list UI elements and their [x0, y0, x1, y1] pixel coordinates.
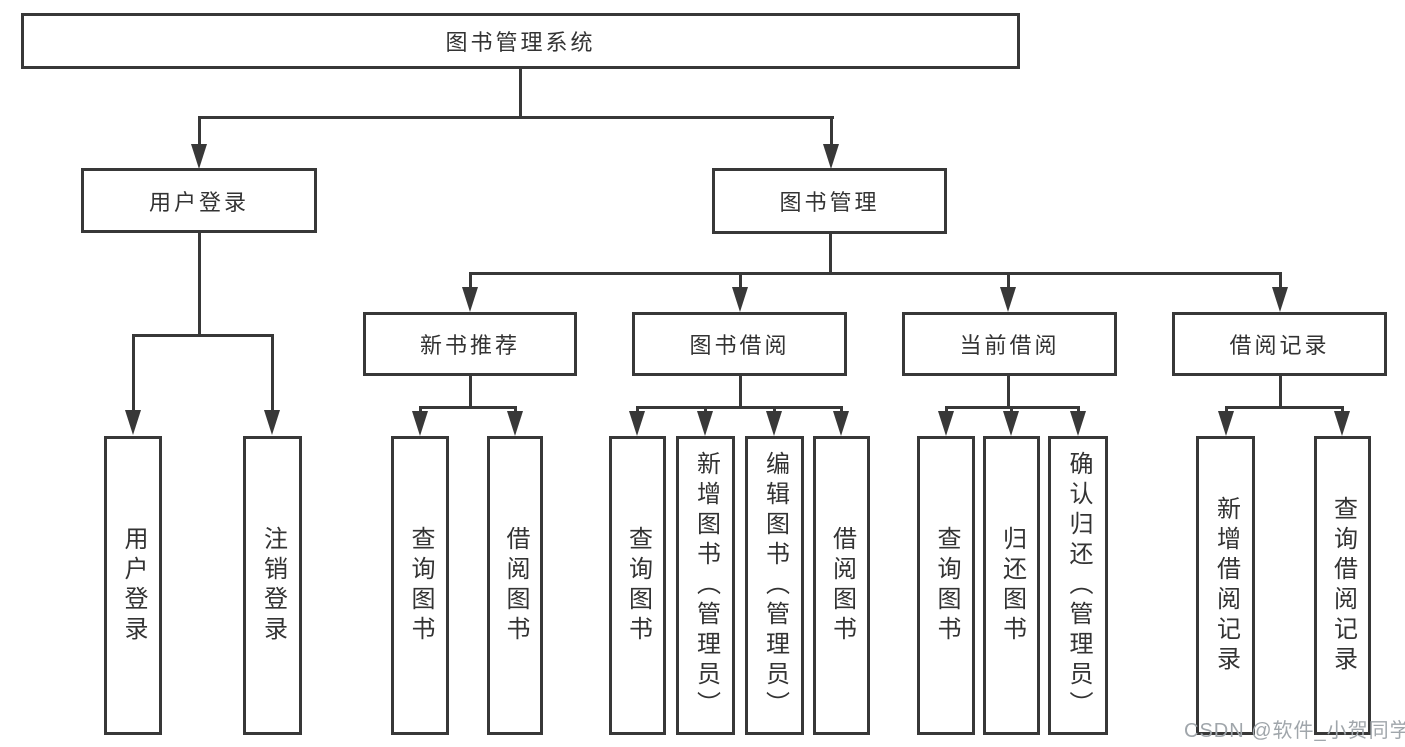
connector-line — [1006, 376, 1010, 408]
connector-line — [703, 405, 707, 414]
connector-line — [513, 405, 517, 414]
arrow-down-icon — [697, 411, 713, 436]
node-root-label: 图书管理系统 — [445, 30, 596, 55]
connector-line — [197, 115, 834, 119]
connector-line — [1009, 405, 1013, 414]
connector-line — [839, 405, 843, 414]
connector-line — [418, 405, 517, 409]
arrow-down-icon — [766, 411, 782, 436]
node-book-mgmt: 图书管理 — [712, 168, 947, 234]
arrow-down-icon — [125, 410, 141, 435]
leaf-bb-add-books-admin: 新增图书（管理员） — [676, 436, 735, 735]
connector-line — [635, 405, 639, 414]
node-root: 图书管理系统 — [21, 13, 1020, 69]
connector-line — [270, 333, 274, 413]
connector-line — [738, 376, 742, 408]
leaf-user-login: 用户登录 — [104, 436, 162, 735]
connector-line — [468, 271, 1282, 275]
leaf-bb-borrow-books: 借阅图书 — [813, 436, 870, 735]
arrow-down-icon — [264, 410, 280, 435]
node-user-login-label: 用户登录 — [148, 189, 249, 215]
leaf-br-query-record: 查询借阅记录 — [1314, 436, 1371, 735]
leaf-cb-confirm-return-admin: 确认归还（管理员） — [1048, 436, 1108, 735]
node-new-book-rec: 新书推荐 — [363, 312, 577, 376]
leaf-cb-return-books-label: 归还图书 — [998, 525, 1026, 646]
arrow-down-icon — [1272, 287, 1288, 312]
arrow-down-icon — [507, 411, 523, 436]
leaf-rec-query-books-label: 查询图书 — [407, 525, 434, 646]
node-book-mgmt-label: 图书管理 — [779, 190, 880, 215]
arrow-down-icon — [1334, 411, 1350, 436]
connector-line — [468, 376, 472, 408]
leaf-br-add-record-label: 新增借阅记录 — [1212, 495, 1240, 676]
arrow-down-icon — [1000, 287, 1016, 312]
arrow-down-icon — [1218, 411, 1234, 436]
connector-line — [738, 271, 742, 290]
node-current-borrow-label: 当前借阅 — [959, 333, 1060, 358]
leaf-bb-query-books-label: 查询图书 — [624, 525, 652, 646]
connector-line — [518, 69, 522, 117]
arrow-down-icon — [823, 144, 839, 169]
connector-line — [1340, 405, 1344, 414]
connector-line — [772, 405, 776, 414]
leaf-bb-borrow-books-label: 借阅图书 — [828, 525, 856, 646]
leaf-bb-query-books: 查询图书 — [609, 436, 666, 735]
node-new-book-rec-label: 新书推荐 — [419, 333, 520, 358]
leaf-cb-query-books-label: 查询图书 — [933, 525, 960, 646]
connector-line — [197, 233, 201, 336]
leaf-br-add-record: 新增借阅记录 — [1196, 436, 1255, 735]
leaf-logout: 注销登录 — [243, 436, 302, 735]
node-current-borrow: 当前借阅 — [902, 312, 1117, 376]
connector-line — [1224, 405, 1344, 409]
leaf-cb-return-books: 归还图书 — [983, 436, 1040, 735]
arrow-down-icon — [833, 411, 849, 436]
connector-line — [1076, 405, 1080, 414]
leaf-logout-label: 注销登录 — [259, 525, 287, 646]
arrow-down-icon — [462, 287, 478, 312]
arrow-down-icon — [191, 144, 207, 169]
connector-line — [635, 405, 843, 409]
leaf-rec-borrow-books: 借阅图书 — [487, 436, 543, 735]
leaf-cb-confirm-return-admin-label: 确认归还（管理员） — [1065, 450, 1092, 721]
leaf-rec-borrow-books-label: 借阅图书 — [502, 525, 529, 646]
connector-line — [828, 234, 832, 274]
arrow-down-icon — [412, 411, 428, 436]
connector-line — [1278, 271, 1282, 290]
connector-line — [1224, 405, 1228, 414]
leaf-rec-query-books: 查询图书 — [391, 436, 449, 735]
connector-line — [829, 115, 833, 146]
connector-line — [418, 405, 422, 414]
arrow-down-icon — [1003, 411, 1019, 436]
arrow-down-icon — [1070, 411, 1086, 436]
connector-line — [131, 333, 274, 337]
leaf-user-login-label: 用户登录 — [120, 525, 147, 646]
connector-line — [468, 271, 472, 290]
leaf-br-query-record-label: 查询借阅记录 — [1329, 495, 1357, 676]
leaf-cb-query-books: 查询图书 — [917, 436, 975, 735]
leaf-bb-edit-books-admin: 编辑图书（管理员） — [745, 436, 804, 735]
watermark: CSDN @软件_小贺同学 — [1184, 720, 1405, 742]
connector-line — [1278, 376, 1282, 408]
node-book-borrow: 图书借阅 — [632, 312, 847, 376]
arrow-down-icon — [938, 411, 954, 436]
connector-line — [197, 115, 201, 146]
connector-line — [131, 333, 135, 413]
connector-line — [1006, 271, 1010, 290]
node-borrow-records: 借阅记录 — [1172, 312, 1387, 376]
arrow-down-icon — [732, 287, 748, 312]
leaf-bb-add-books-admin-label: 新增图书（管理员） — [692, 450, 720, 721]
leaf-bb-edit-books-admin-label: 编辑图书（管理员） — [761, 450, 789, 721]
node-user-login: 用户登录 — [81, 168, 317, 233]
arrow-down-icon — [629, 411, 645, 436]
node-book-borrow-label: 图书借阅 — [689, 333, 790, 358]
connector-line — [944, 405, 948, 414]
node-borrow-records-label: 借阅记录 — [1229, 333, 1330, 358]
